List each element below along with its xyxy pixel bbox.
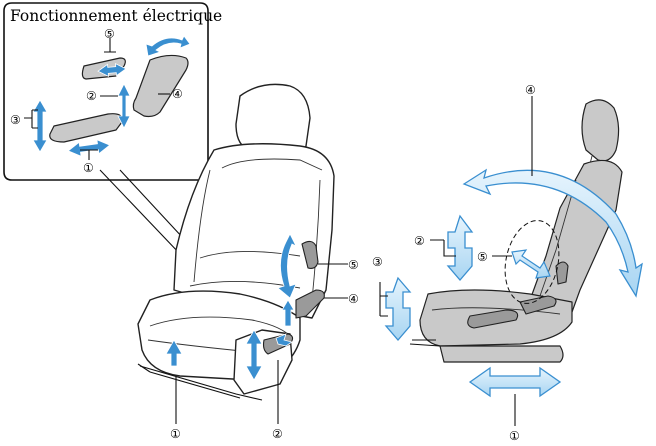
callout-front-1: ① [170, 427, 181, 441]
circular-arrow-icon [277, 233, 297, 299]
side-switch-main [467, 309, 519, 329]
callout-inset-1: ① [83, 161, 94, 175]
side-switch-recline [519, 295, 557, 315]
diagram-title: Fonctionnement électrique [10, 7, 222, 25]
double-arrow-icon [245, 329, 263, 381]
lumbar-area-outline [504, 220, 560, 304]
callout-front-4: ④ [348, 292, 359, 306]
front-arrows [165, 233, 297, 381]
double-arrow-icon [117, 83, 131, 129]
callout-inset-5: ⑤ [104, 27, 115, 41]
callout-front-2: ② [272, 427, 283, 441]
double-arrow-icon [275, 333, 293, 347]
callout-side-3: ③ [372, 255, 383, 269]
side-arrows [384, 168, 643, 398]
double-arrow-icon [165, 339, 183, 367]
inset-switch-main [49, 113, 123, 143]
double-arrow-icon [511, 249, 551, 279]
side-switch-lumbar [555, 261, 569, 285]
double-arrow-icon [281, 299, 295, 327]
front-seat [137, 83, 335, 401]
callout-side-5: ⑤ [477, 250, 488, 264]
front-switch-recline [301, 240, 319, 269]
double-arrow-icon [468, 366, 562, 398]
callout-inset-2: ② [86, 89, 97, 103]
inset-arrows [32, 35, 191, 157]
callout-side-1: ① [509, 429, 520, 443]
curved-arrow-icon [145, 35, 191, 57]
callout-inset-4: ④ [172, 87, 183, 101]
double-arrow-icon [446, 214, 474, 281]
callout-front-5: ⑤ [348, 258, 359, 272]
callout-inset-3: ③ [10, 113, 21, 127]
inset-panel: Fonctionnement électrique [3, 2, 222, 181]
callout-side-4: ④ [525, 83, 536, 97]
curved-arrow-icon [462, 168, 643, 298]
front-switch-lumbar [295, 289, 325, 319]
double-arrow-icon [384, 276, 412, 341]
double-arrow-icon [67, 139, 111, 157]
inset-switch-4 [132, 54, 189, 118]
side-seat [409, 99, 623, 363]
double-arrow-icon [32, 99, 48, 153]
callout-side-2: ② [414, 234, 425, 248]
double-arrow-icon [97, 63, 127, 77]
